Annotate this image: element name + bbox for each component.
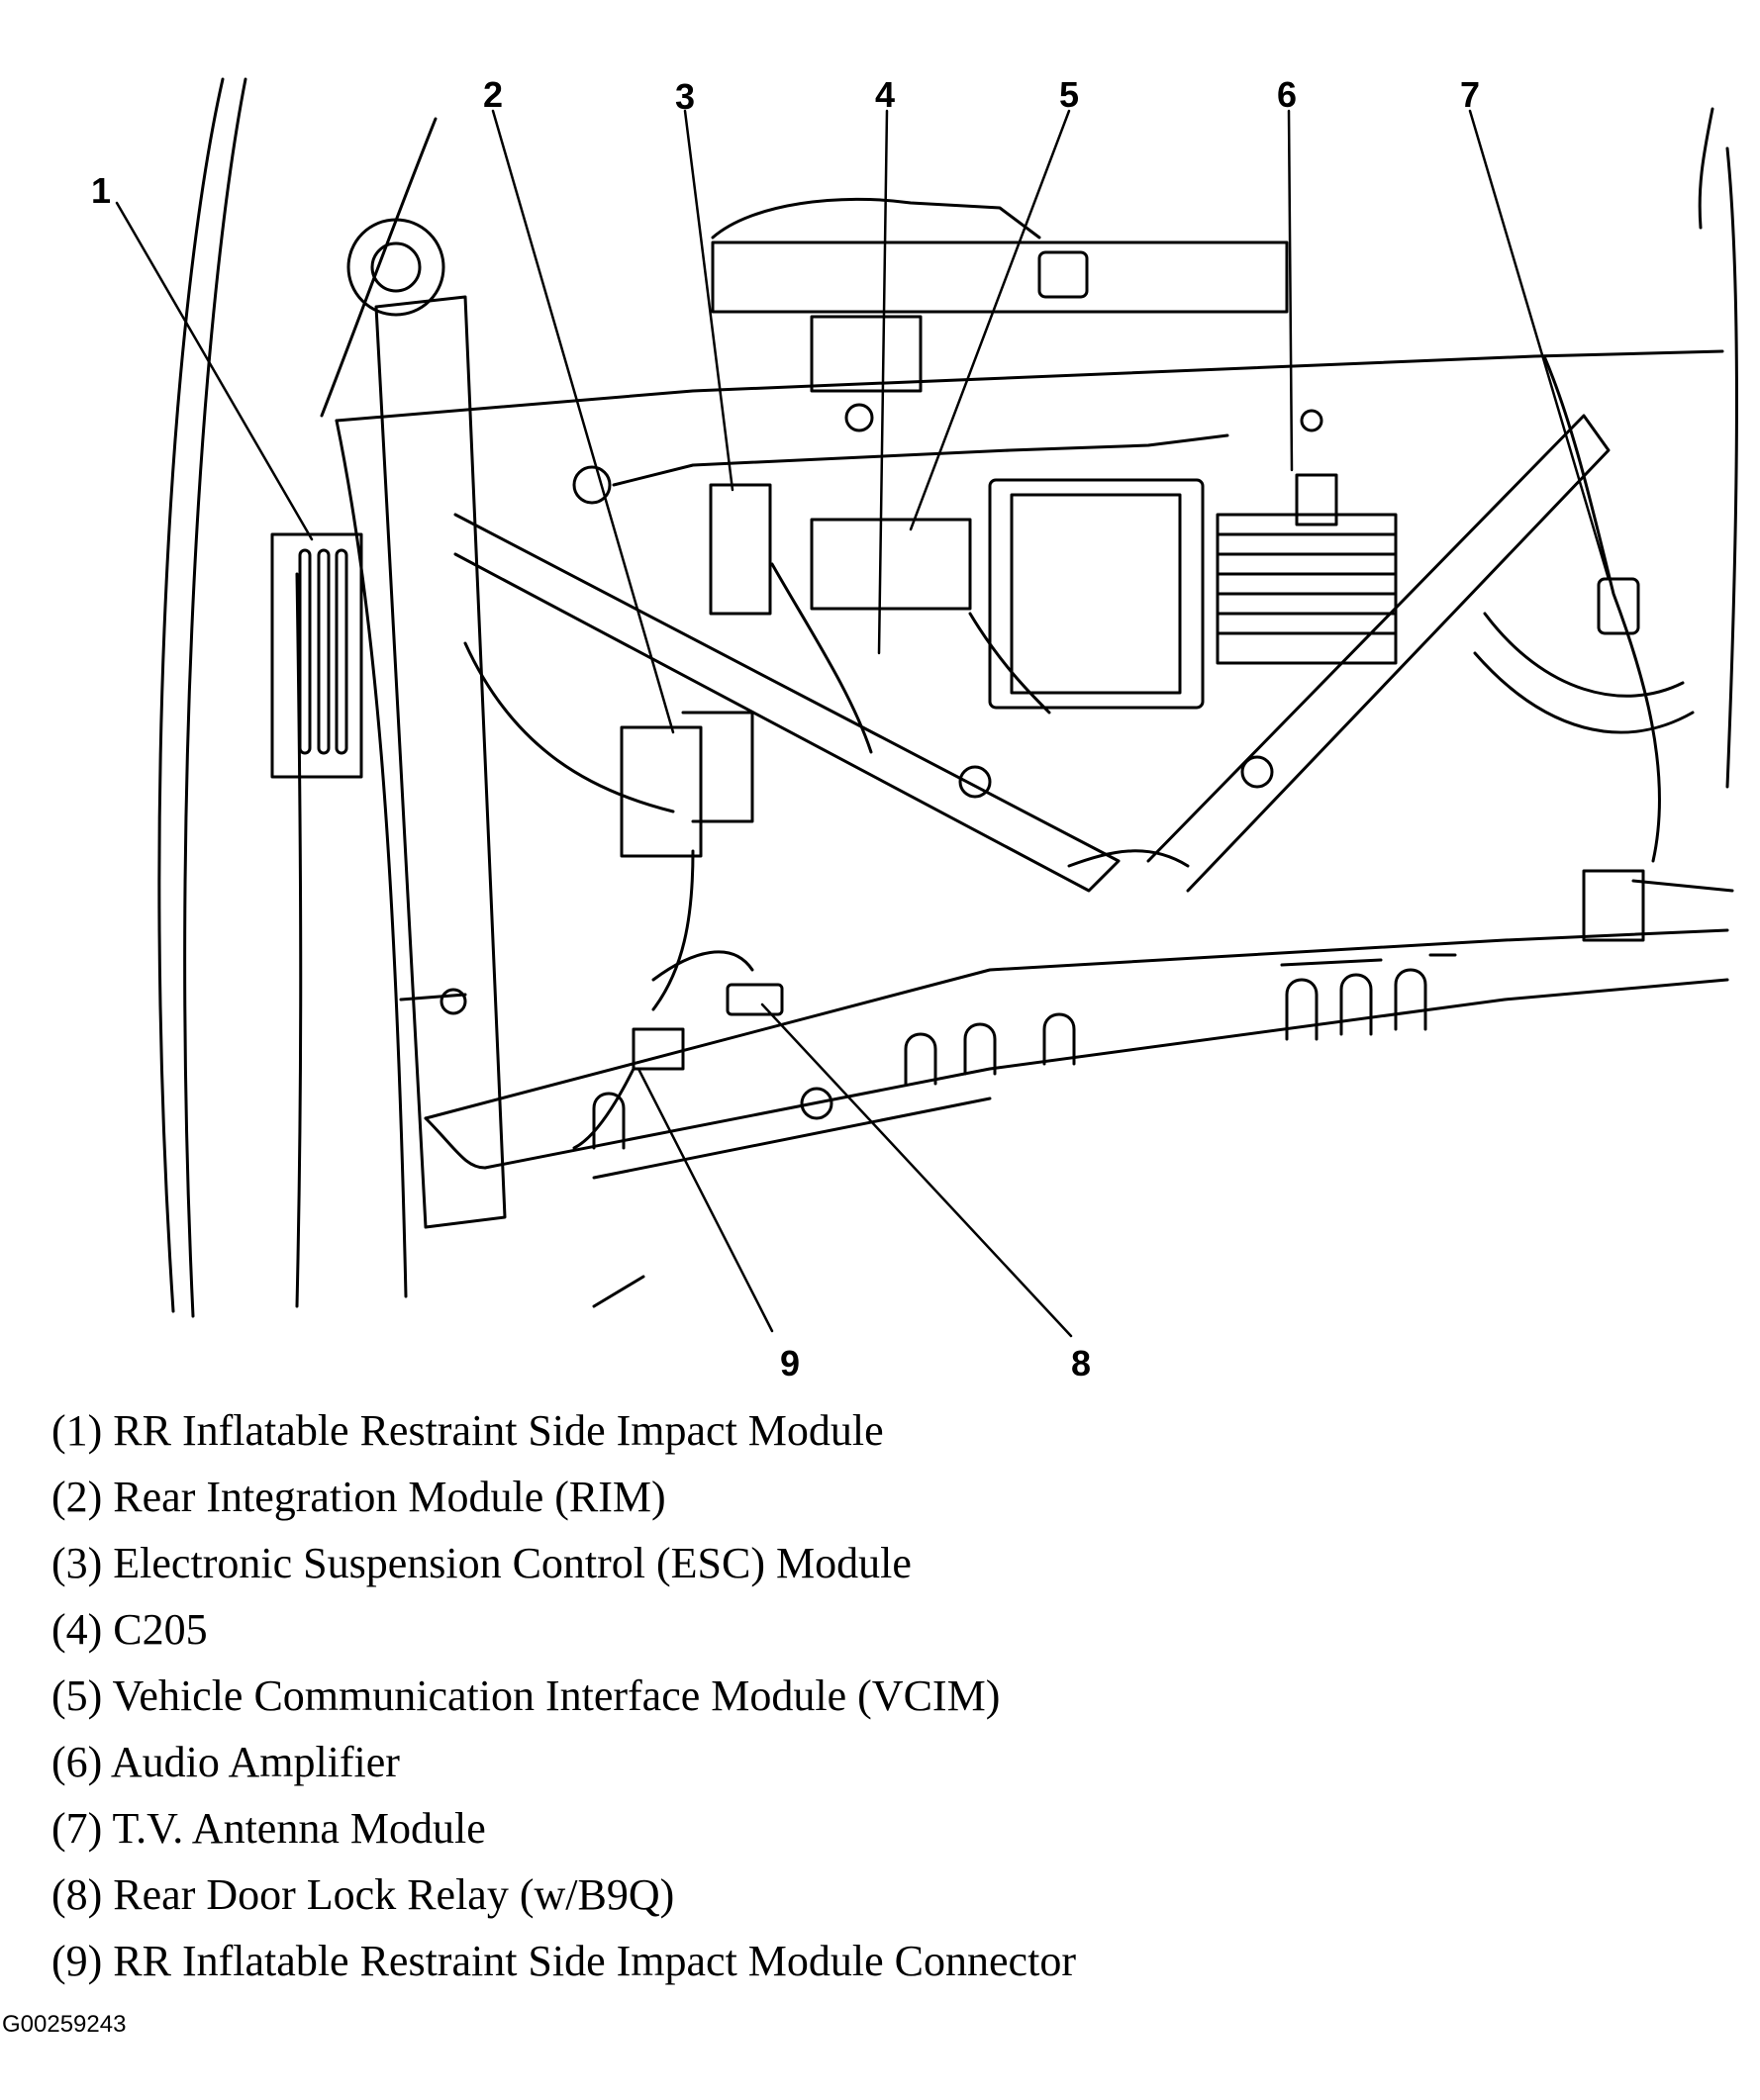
callout-3: 3 [675, 76, 695, 117]
legend-item: (5) Vehicle Communication Interface Modu… [51, 1671, 1001, 1720]
legend-item: (4) C205 [51, 1605, 208, 1654]
cross-bars [453, 414, 1611, 893]
callout-2: 2 [483, 74, 503, 115]
legend-item: (1) RR Inflatable Restraint Side Impact … [51, 1406, 884, 1455]
module-mounting-area [463, 433, 1398, 1011]
component-legend: (1) RR Inflatable Restraint Side Impact … [51, 1397, 1714, 1994]
legend-item: (9) RR Inflatable Restraint Side Impact … [51, 1937, 1076, 1985]
legend-item: (6) Audio Amplifier [51, 1738, 400, 1786]
callout-leaders [115, 109, 1611, 1338]
antenna-harness [1473, 354, 1734, 942]
callout-9: 9 [780, 1343, 800, 1384]
legend-item: (3) Electronic Suspension Control (ESC) … [51, 1539, 912, 1587]
component-locator-diagram: 1 2 3 4 5 6 7 8 9 [91, 74, 1738, 1384]
callout-6: 6 [1277, 74, 1297, 115]
lower-sill [424, 928, 1729, 1180]
callout-4: 4 [875, 74, 895, 115]
seat-belt-trim [346, 218, 507, 1229]
callout-5: 5 [1059, 74, 1079, 115]
vehicle-body-line-art [157, 77, 1738, 1318]
callout-1: 1 [91, 170, 111, 211]
figure-id: G00259243 [2, 2011, 127, 2038]
side-impact-module-shape [270, 532, 363, 779]
legend-item: (7) T.V. Antenna Module [51, 1804, 486, 1853]
callout-7: 7 [1460, 74, 1480, 115]
legend-item: (2) Rear Integration Module (RIM) [51, 1473, 666, 1521]
callout-8: 8 [1071, 1343, 1091, 1384]
callout-numbers: 1 2 3 4 5 6 7 8 9 [91, 74, 1480, 1384]
legend-item: (8) Rear Door Lock Relay (w/B9Q) [51, 1870, 675, 1919]
